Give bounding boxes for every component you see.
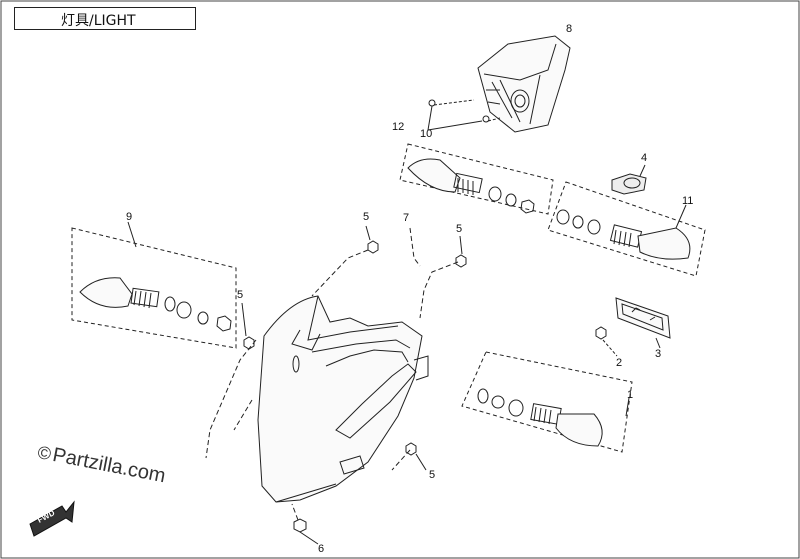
callout-6: 6 [318,543,325,555]
callout-9: 9 [126,211,133,223]
license-light-part-3 [615,297,671,349]
diagram-title: 灯具/LIGHT [14,7,196,30]
fwd-badge: FWD [29,507,69,529]
fwd-label: FWD [35,508,57,525]
nut-part-2 [595,326,618,357]
callout-3: 3 [655,348,662,360]
tail-light-assembly [477,35,571,133]
callout-2: 2 [616,357,623,369]
callout-11: 11 [682,195,694,207]
connector-part-4 [611,164,647,195]
callout-4: 4 [641,152,648,164]
clip-part-6 [293,518,319,545]
callout-7: 7 [403,212,410,224]
callout-5-top: 5 [363,211,370,223]
callout-5-left: 5 [237,289,244,301]
callout-5-bottom: 5 [429,469,436,481]
headlight-assembly [257,295,429,503]
rear-right-turn-signal [547,181,706,277]
callout-8: 8 [566,23,573,35]
leader-lines [205,227,459,521]
fwd-arrow-icon [29,500,75,537]
callout-10: 10 [420,128,433,140]
front-right-turn-signal [461,351,633,453]
callout-5-right: 5 [456,223,463,235]
rear-left-turn-signal [399,143,554,215]
front-left-turn-signal [71,221,237,349]
screws-part-10 [427,99,501,131]
callout-12: 12 [392,121,405,133]
callout-1: 1 [627,389,634,401]
